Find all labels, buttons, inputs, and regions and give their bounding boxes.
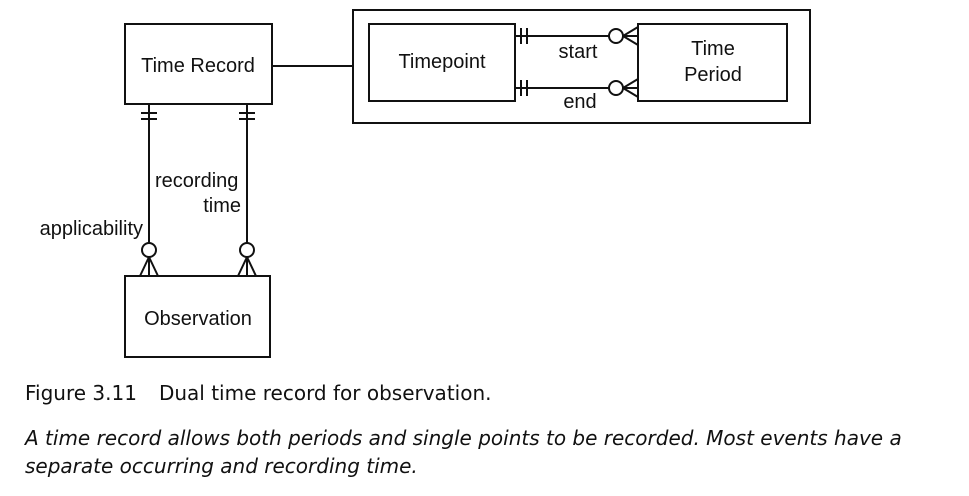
entity-observation: Observation	[124, 275, 271, 358]
relationship-recording-time: recording time	[155, 104, 257, 277]
figure-caption-body: A time record allows both periods and si…	[25, 426, 902, 478]
relationship-start: start	[515, 26, 639, 63]
entity-timepoint: Timepoint	[368, 23, 516, 102]
timepoint-label: Timepoint	[398, 51, 486, 73]
relationship-applicability: applicability	[40, 104, 159, 277]
start-label: start	[559, 41, 598, 63]
recording-time-label-line2: time	[203, 195, 241, 217]
entity-time-record: Time Record	[124, 23, 273, 105]
er-diagram: Time Record Timepoint Time Period start …	[40, 9, 811, 358]
applicability-label: applicability	[40, 218, 143, 240]
time-record-label: Time Record	[141, 55, 255, 77]
recording-time-label-line1: recording	[155, 170, 238, 192]
observation-label: Observation	[144, 308, 252, 330]
relationship-end: end	[515, 78, 639, 113]
figure-caption-title: Figure 3.11 Dual time record for observat…	[25, 381, 960, 405]
end-label: end	[563, 91, 596, 113]
figure-number: Figure 3.11	[25, 381, 137, 405]
time-period-label-line1: Time	[691, 38, 735, 60]
figure-title: Dual time record for observation.	[158, 381, 492, 405]
time-period-label-line2: Period	[684, 64, 742, 86]
entity-time-period: Time Period	[637, 23, 788, 102]
